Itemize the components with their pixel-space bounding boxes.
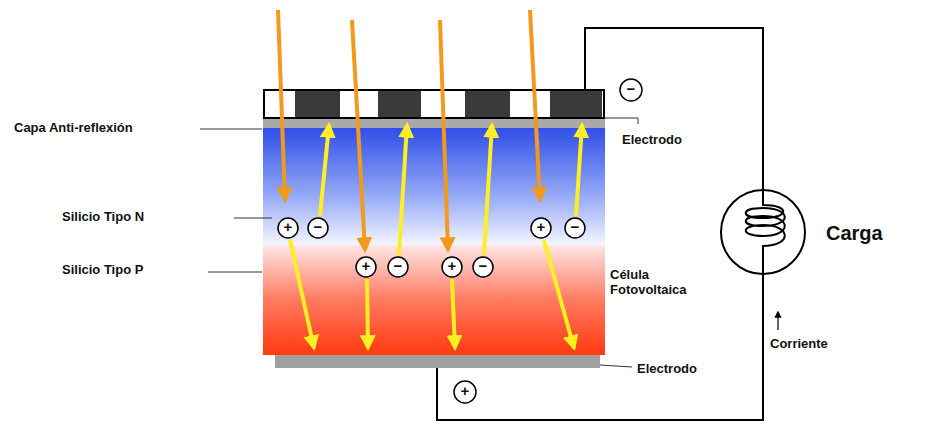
charge-sign: + xyxy=(537,218,546,235)
charge-sign: − xyxy=(571,218,580,235)
current-label: Corriente xyxy=(770,337,828,352)
charge-sign: + xyxy=(284,218,293,235)
charge-sign: − xyxy=(479,257,488,274)
terminal-sign: + xyxy=(461,382,470,399)
layer-label: Capa Anti-reflexión xyxy=(14,121,133,136)
charge-sign: − xyxy=(394,257,403,274)
electrode-label: Electrodo xyxy=(622,133,682,148)
terminal-sign: − xyxy=(627,80,636,97)
electrode-label: Electrodo xyxy=(637,362,697,377)
cell-label: Célula Fotovoltaica xyxy=(610,268,720,298)
charge-sign: − xyxy=(314,218,323,235)
load-label: Carga xyxy=(826,222,883,245)
charge-sign: + xyxy=(362,257,371,274)
layer-label: Silicio Tipo N xyxy=(62,210,144,225)
charge-sign: + xyxy=(448,257,457,274)
layer-label: Silicio Tipo P xyxy=(62,263,143,278)
